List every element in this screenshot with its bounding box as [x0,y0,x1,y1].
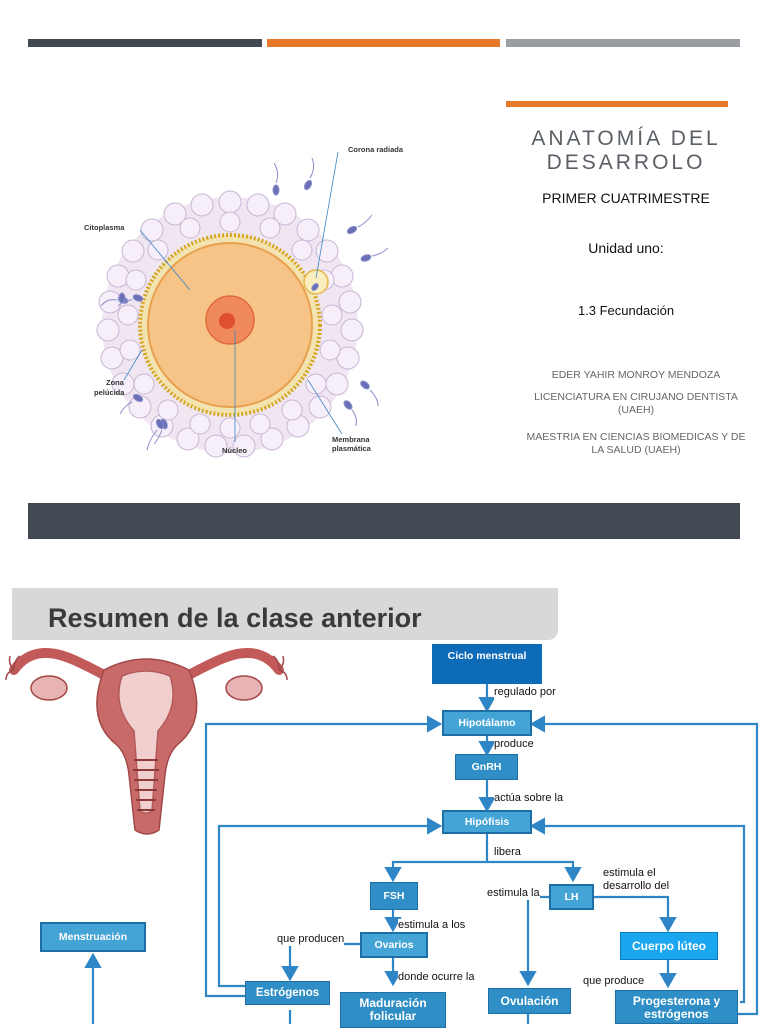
label-citoplasma: Citoplasma [84,223,125,232]
node-ciclo-menstrual: Ciclo menstrual [432,644,542,684]
unit-label: Unidad uno: [588,240,664,256]
slide-title: ANATOMÍA DEL DESARROLO [531,127,721,174]
header-bar-dark [28,39,262,47]
edge-label-estimula-la: estimula la [487,887,540,900]
edge-label-estimula-ovarios: estimula a los [398,919,466,932]
sperm-cells [100,157,389,451]
label-corona-radiada: Corona radiada [348,145,404,154]
node-cuerpo-luteo: Cuerpo lúteo [620,932,718,960]
edge-label-desarrollo: desarrollo del [603,880,670,892]
heading-banner [12,588,558,640]
footer-bar [28,503,740,539]
author-name: EDER YAHIR MONROY MENDOZA [551,369,721,381]
label-zona: Zona [106,378,125,387]
slide-heading: Resumen de la clase anterior [48,603,422,633]
node-fsh: FSH [370,882,418,910]
oocyte-illustration: Corona radiada Citoplasma Zona pelúcida … [84,145,404,458]
edge-label-estimula-el: estimula el [603,867,656,879]
edge-label-actua: actúa sobre la [494,792,564,805]
label-nucleo: Núcleo [222,446,247,455]
node-ovarios: Ovarios [360,932,428,958]
topic-label: 1.3 Fecundación [577,303,675,318]
masters-text: MAESTRIA EN CIENCIAS BIOMEDICAS Y DE LA … [526,431,746,456]
edge-label-que-produce: que produce [583,975,645,988]
node-hipotalamo: Hipotálamo [442,710,532,736]
header-bar-orange [267,39,500,47]
title-accent-bar [506,101,728,107]
node-gnrh: GnRH [455,754,518,780]
slide-subtitle: PRIMER CUATRIMESTRE [542,190,710,206]
edge-label-regulado: regulado por [494,686,556,699]
label-plasmatica: plasmática [332,444,372,453]
node-maduracion: Maduración folicular [340,992,446,1028]
node-hipofisis: Hipófisis [442,810,532,834]
node-menstruacion: Menstruación [40,922,146,952]
edge-label-produce: produce [494,738,534,751]
degree-text: LICENCIATURA EN CIRUJANO DENTISTA (UAEH) [534,391,738,416]
node-progesterona: Progesterona y estrógenos [615,990,738,1024]
edge-label-que-producen: que producen [277,933,345,946]
node-ovulacion: Ovulación [488,988,571,1014]
edge-label-donde: donde ocurre la [398,971,475,984]
edge-label-libera: libera [494,846,521,859]
node-estrogenos: Estrógenos [245,981,330,1005]
header-bar-gray [506,39,740,47]
label-membrana: Membrana [332,435,370,444]
node-lh: LH [549,884,594,910]
label-pelucida: pelúcida [94,388,125,397]
uterus-illustration [5,648,288,835]
